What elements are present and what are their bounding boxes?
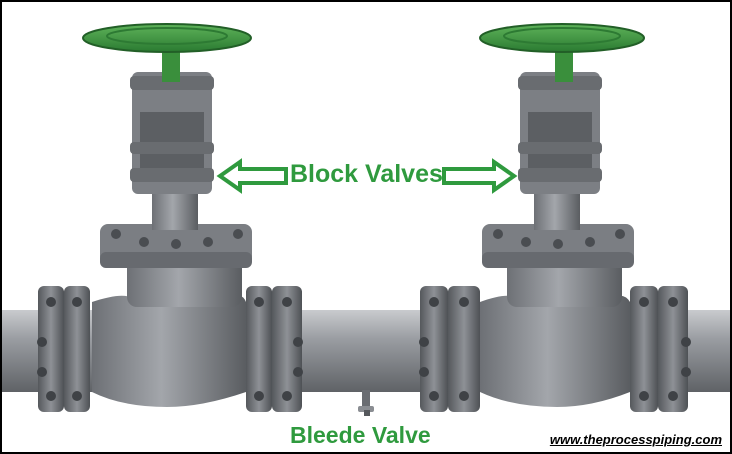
flange-right-outer: [630, 286, 691, 412]
bleed-valve: [358, 390, 374, 416]
block-valve-right: [479, 23, 645, 407]
left-arrow-icon: [216, 158, 288, 194]
block-valve-left: [82, 23, 252, 407]
bleed-valve-label: Bleede Valve: [290, 422, 431, 448]
block-valves-label: Block Valves: [290, 160, 443, 188]
website-credit: www.theprocesspiping.com: [549, 432, 722, 447]
flange-left-outer: [37, 286, 90, 412]
flange-left-inner: [246, 286, 303, 412]
right-arrow-icon: [442, 158, 518, 194]
flange-right-inner: [419, 286, 480, 412]
